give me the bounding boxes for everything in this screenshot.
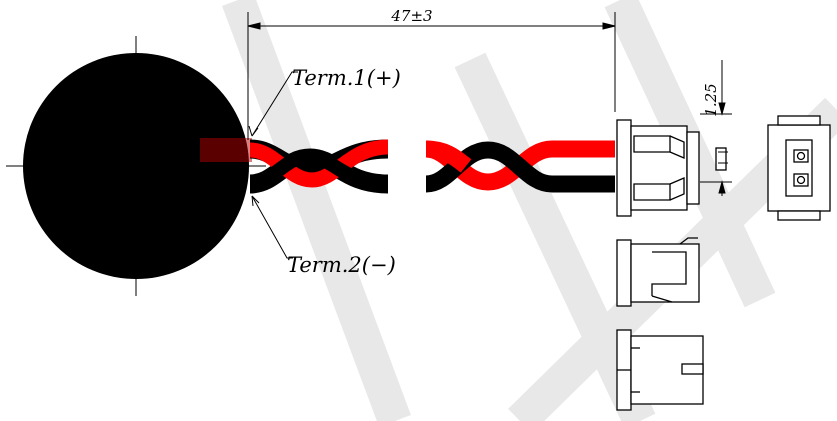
connector-side-view-upper bbox=[616, 237, 700, 307]
pitch-dimension bbox=[700, 60, 732, 196]
connector-side-view-lower bbox=[616, 329, 704, 411]
terminal-2-leader bbox=[251, 195, 293, 259]
length-dimension-label: 47±3 bbox=[390, 7, 432, 25]
terminal-2-label: Term.2(−) bbox=[287, 253, 396, 277]
pitch-dimension-label: 1.25 bbox=[702, 83, 720, 116]
twisted-wire-left bbox=[248, 139, 389, 194]
connector-top-view bbox=[616, 119, 727, 217]
connector-end-view bbox=[767, 115, 831, 221]
terminal-1-leader bbox=[248, 71, 298, 137]
length-dimension bbox=[247, 12, 616, 140]
twisted-wire-right bbox=[424, 140, 615, 193]
watermark bbox=[222, 0, 837, 421]
motor-body bbox=[6, 36, 266, 296]
lead-exit-red bbox=[200, 138, 252, 162]
terminal-1-label: Term.1(+) bbox=[292, 66, 401, 90]
